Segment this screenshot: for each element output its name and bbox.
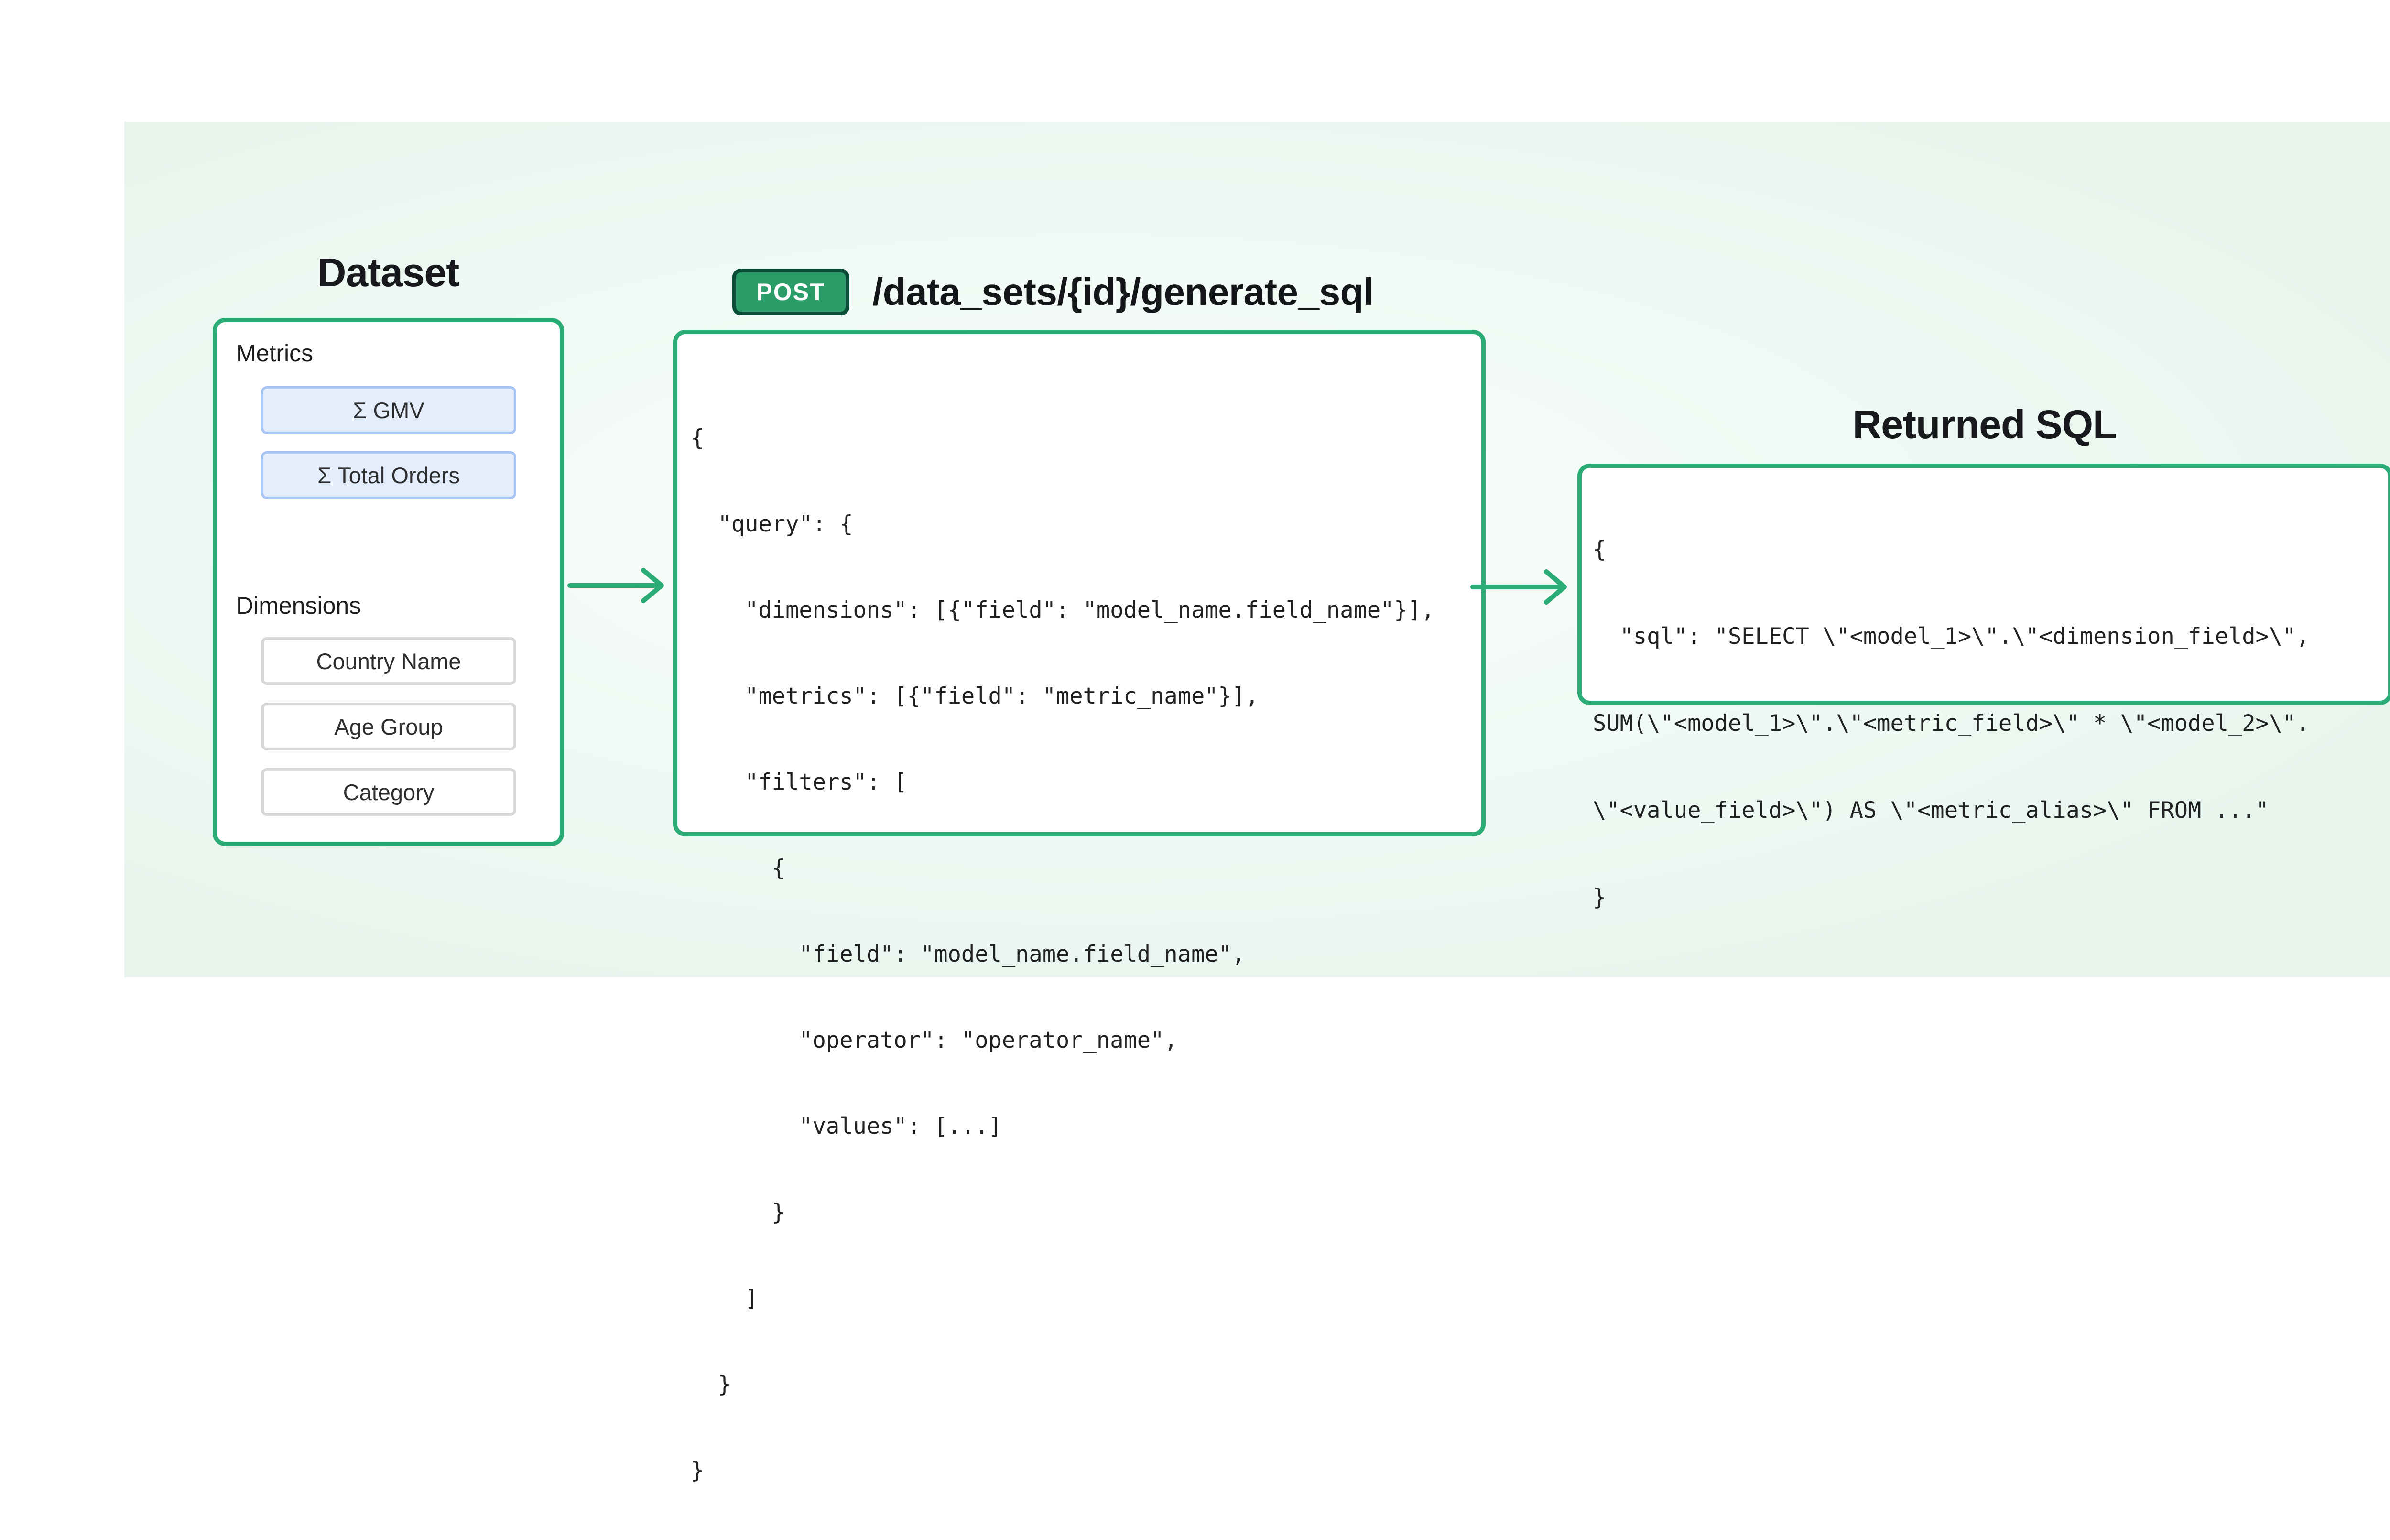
code-line: } <box>1593 884 1607 911</box>
code-line: "metrics": [{"field": "metric_name"}], <box>691 683 1259 709</box>
request-body-code: { "query": { "dimensions": [{"field": "m… <box>691 369 1481 1540</box>
code-line: { <box>1593 536 1607 563</box>
http-method-label: POST <box>756 279 826 305</box>
returned-sql-box: { "sql": "SELECT \"<model_1>\".\"<dimens… <box>1577 464 2390 911</box>
code-line: { <box>691 425 705 451</box>
metric-chip-gmv: Σ GMV <box>261 386 516 434</box>
dataset-title: Dataset <box>317 250 459 295</box>
dimensions-section-label: Dimensions <box>236 592 361 619</box>
dimension-chip-country-name: Country Name <box>261 637 516 685</box>
code-line: } <box>691 1457 705 1484</box>
diagram-canvas: { "colors": { "accent_green": "#2bac76",… <box>124 122 2390 1484</box>
code-line: "query": { <box>691 511 853 537</box>
code-line: { <box>691 855 786 881</box>
code-line: } <box>691 1199 786 1225</box>
code-line: "dimensions": [{"field": "model_name.fie… <box>691 597 1435 623</box>
code-line: SUM(\"<model_1>\".\"<metric_field>\" * \… <box>1593 710 2310 737</box>
code-line: } <box>691 1371 731 1398</box>
code-line: "filters": [ <box>691 769 907 795</box>
metric-chip-total-orders: Σ Total Orders <box>261 451 516 499</box>
endpoint-path: /data_sets/{id}/generate_sql <box>872 271 1374 313</box>
code-line: ] <box>691 1285 759 1312</box>
metrics-section-label: Metrics <box>236 340 314 367</box>
returned-sql-title: Returned SQL <box>1852 402 2118 447</box>
code-line: \"<value_field>\") AS \"<metric_alias>\"… <box>1593 797 2269 824</box>
http-method-badge: POST <box>732 269 849 315</box>
code-line: "operator": "operator_name", <box>691 1027 1178 1053</box>
dimension-chip-age-group: Age Group <box>261 703 516 750</box>
dimension-chip-category: Category <box>261 768 516 816</box>
returned-sql-code: { "sql": "SELECT \"<model_1>\".\"<dimens… <box>1593 480 2388 967</box>
right-arrow-icon <box>1470 569 1567 605</box>
request-body-box: { "query": { "dimensions": [{"field": "m… <box>673 330 1486 1484</box>
code-line: "sql": "SELECT \"<model_1>\".\"<dimensio… <box>1593 623 2310 650</box>
code-line: "field": "model_name.field_name", <box>691 941 1246 967</box>
code-line: "values": [...] <box>691 1113 1002 1139</box>
right-arrow-icon <box>567 568 664 603</box>
